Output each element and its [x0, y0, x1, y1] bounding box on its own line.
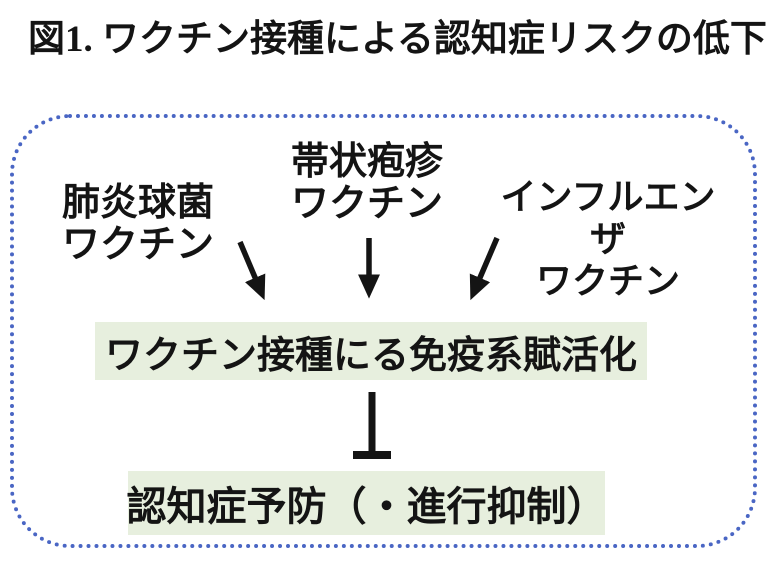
- figure-title: 図1. ワクチン接種による認知症リスクの低下: [28, 19, 767, 60]
- mediator-box-label: ワクチン接種にる免疫系賦活化: [104, 334, 637, 377]
- label-line: 肺炎球菌: [61, 182, 214, 224]
- label-shingles-vaccine: 帯状疱疹 ワクチン: [278, 141, 456, 225]
- label-line: ワクチン: [61, 224, 214, 266]
- label-line: 帯状疱疹: [290, 141, 443, 183]
- mediator-box: ワクチン接種にる免疫系賦活化: [95, 322, 647, 380]
- outcome-box: 認知症予防（・進行抑制）: [126, 471, 607, 535]
- label-pneumococcal-vaccine: 肺炎球菌 ワクチン: [48, 182, 228, 266]
- label-line: ワクチン: [290, 183, 443, 225]
- dotted-frame: [10, 114, 757, 548]
- outcome-box-label: 認知症予防（・進行抑制）: [126, 484, 607, 529]
- label-line: インフルエンザ: [500, 177, 716, 259]
- label-line: ワクチン: [535, 261, 680, 301]
- label-influenza-vaccine: インフルエンザ ワクチン: [488, 176, 728, 302]
